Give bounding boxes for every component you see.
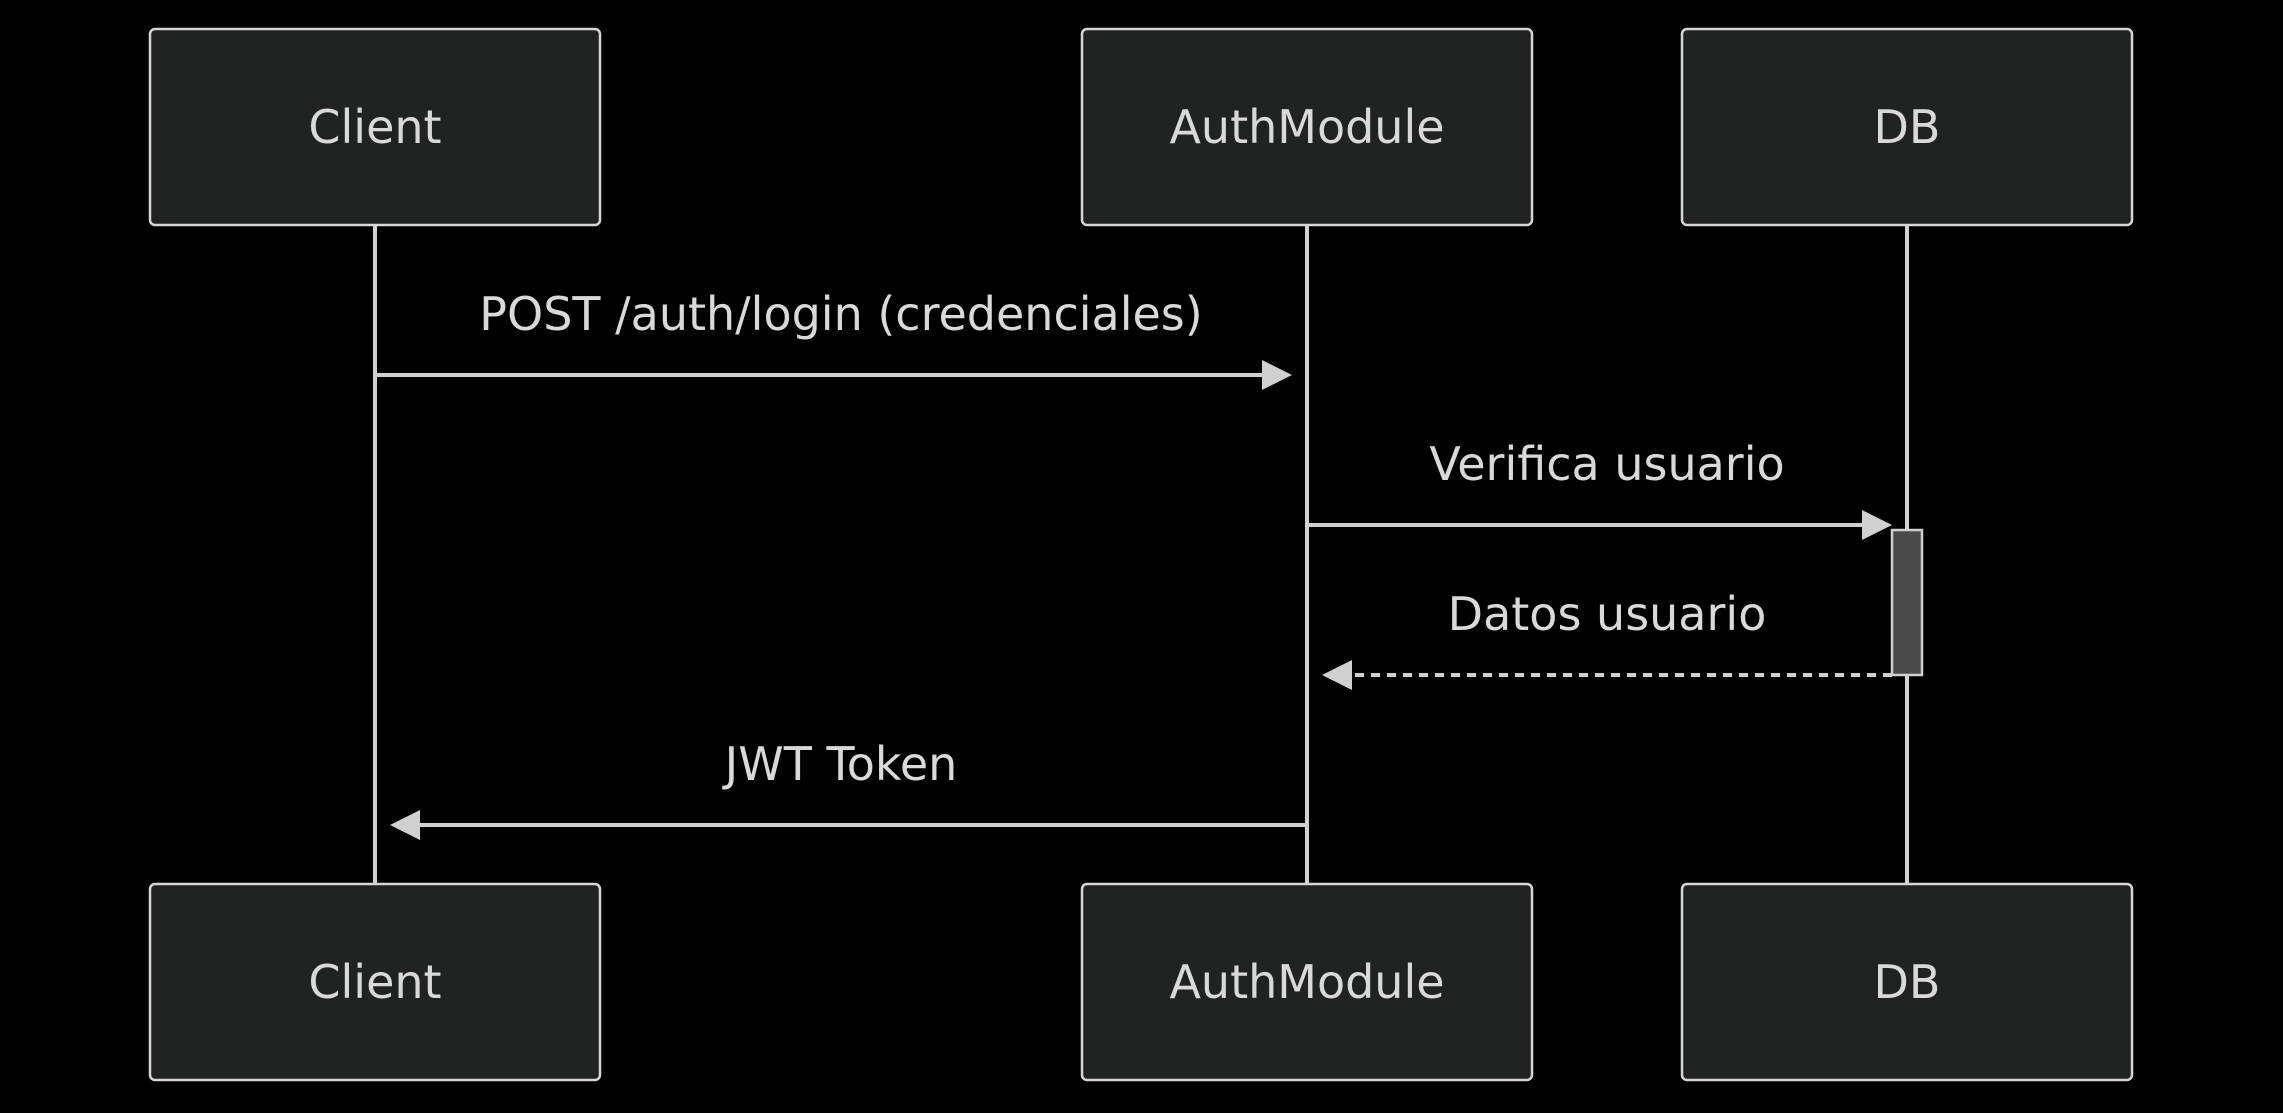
actor-auth-top: AuthModule: [1080, 27, 1534, 227]
arrowhead: [1322, 660, 1352, 690]
actor-client-bottom: Client: [148, 882, 602, 1082]
actor-box: [1680, 27, 2134, 227]
message-3: JWT Token: [390, 737, 1305, 840]
message-2: Datos usuario: [1322, 587, 1892, 690]
actor-auth-bottom: AuthModule: [1080, 882, 1534, 1082]
arrowhead: [1862, 510, 1892, 540]
actor-label: AuthModule: [1169, 100, 1444, 154]
actors-bottom: Client AuthModule DB: [148, 882, 2134, 1082]
message-label: POST /auth/login (credenciales): [479, 287, 1202, 341]
message-label: Verifica usuario: [1429, 437, 1784, 491]
actor-label: AuthModule: [1169, 955, 1444, 1009]
message-label: Datos usuario: [1448, 587, 1767, 641]
actor-db-top: DB: [1680, 27, 2134, 227]
actor-client-top: Client: [148, 27, 602, 227]
activation-bar-db: [1890, 528, 1924, 677]
message-0: POST /auth/login (credenciales): [377, 287, 1292, 390]
actor-box: [148, 27, 602, 227]
arrowhead: [390, 810, 420, 840]
actor-label: Client: [308, 955, 441, 1009]
message-1: Verifica usuario: [1309, 437, 1892, 540]
actor-box: [148, 882, 602, 1082]
actor-db-bottom: DB: [1680, 882, 2134, 1082]
actor-label: DB: [1874, 955, 1941, 1009]
actor-box: [1680, 882, 2134, 1082]
activations: [1890, 528, 1924, 677]
messages: POST /auth/login (credenciales) Verifica …: [377, 287, 1892, 840]
actor-label: Client: [308, 100, 441, 154]
actor-box: [1080, 27, 1534, 227]
actors-top: Client AuthModule DB: [148, 27, 2134, 227]
actor-label: DB: [1874, 100, 1941, 154]
message-label: JWT Token: [722, 737, 958, 791]
actor-box: [1080, 882, 1534, 1082]
arrowhead: [1262, 360, 1292, 390]
